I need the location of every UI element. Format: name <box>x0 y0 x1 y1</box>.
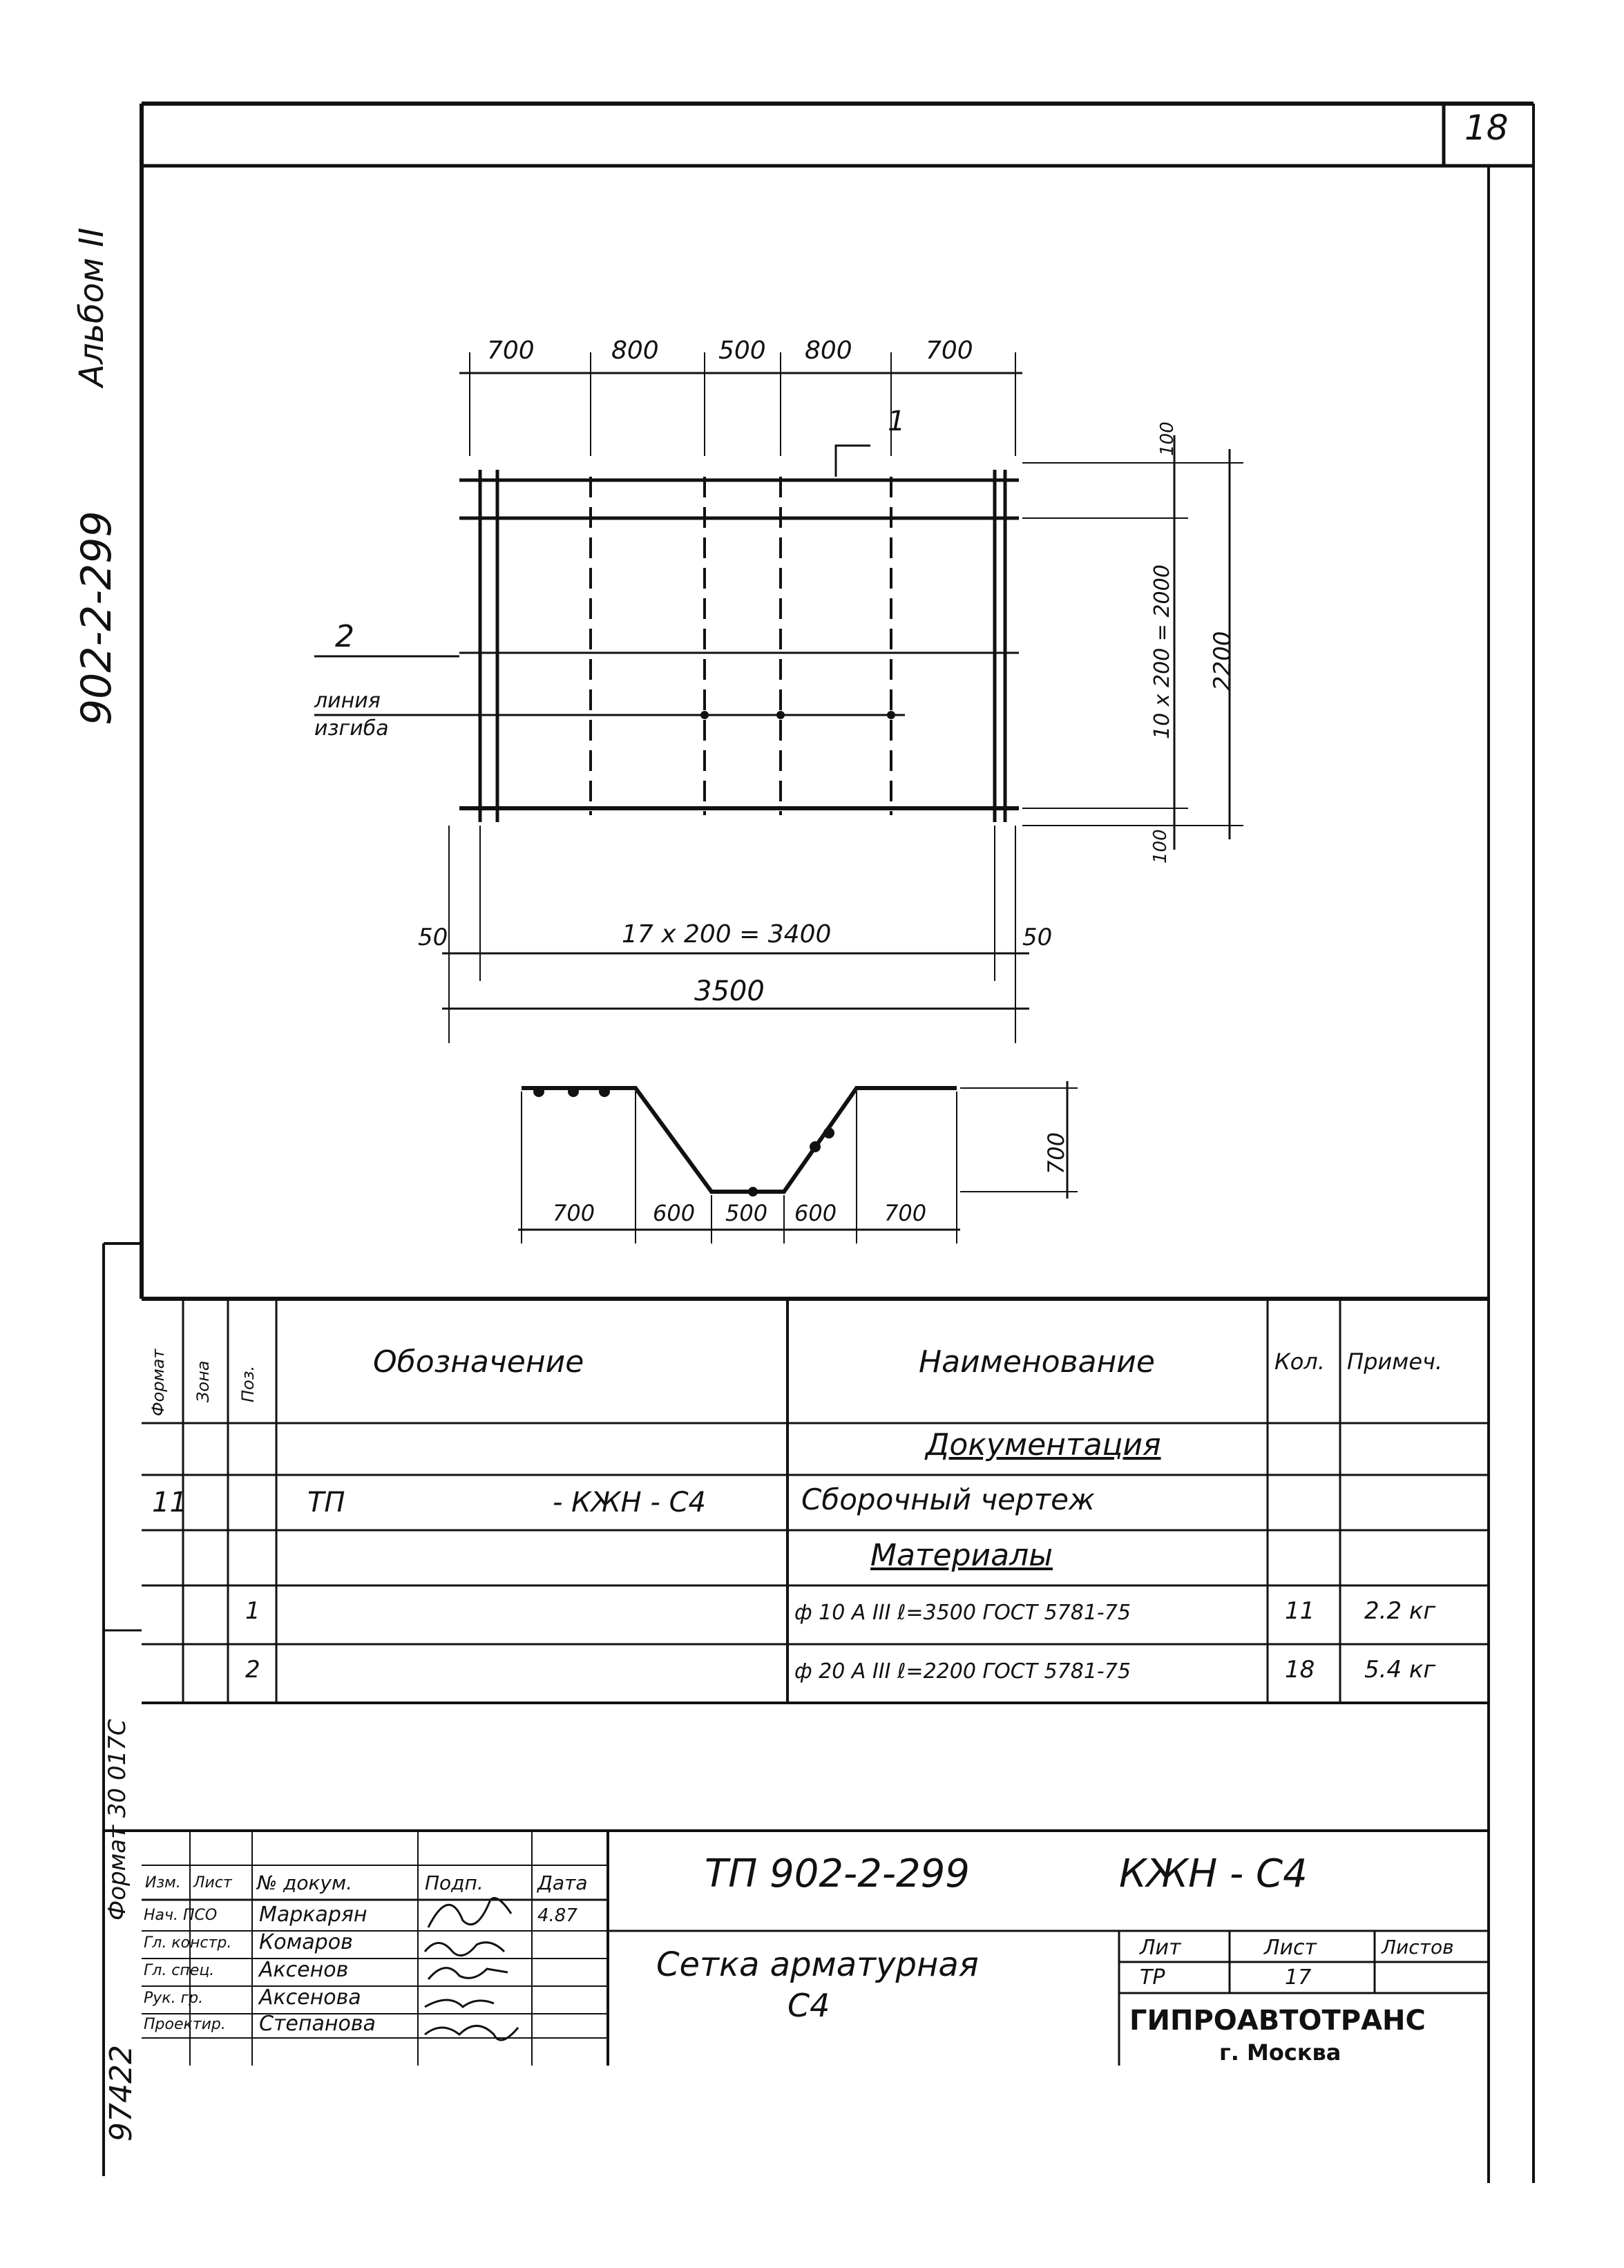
plan-dim-top-4: 800 <box>805 336 852 365</box>
section-dim-2: 600 <box>653 1200 696 1226</box>
plan-dim-right-mesh: 10 x 200 = 2000 <box>1150 564 1174 739</box>
tb-sheets-header: Листов <box>1382 1936 1454 1959</box>
spec-row-name: Сборочный чертеж <box>801 1483 1095 1516</box>
bar-section-dots <box>700 711 895 719</box>
tb-role: Гл. спец. <box>144 1962 215 1979</box>
section-dim-5: 700 <box>884 1200 927 1226</box>
drawing-title-mark: С4 <box>787 1987 830 2024</box>
section-dim-4: 600 <box>794 1200 837 1226</box>
format-label: Формат 30 017С <box>104 1719 131 1921</box>
plan-dim-bottom-mid: 17 x 200 = 3400 <box>622 920 832 949</box>
tb-header-sheet: Лист <box>193 1874 232 1891</box>
tb-role: Нач. ПСО <box>144 1907 218 1924</box>
tb-role: Рук. гр. <box>144 1990 204 2007</box>
tb-header-doc: № докум. <box>257 1871 353 1894</box>
spec-header-name: Наименование <box>919 1344 1155 1380</box>
sheet-number: 18 <box>1464 108 1509 148</box>
tb-header-date: Дата <box>537 1871 588 1894</box>
spec-row-pos: 2 <box>245 1656 260 1684</box>
plan-dim-right-top: 100 <box>1157 421 1178 456</box>
plan-dim-top-5: 700 <box>926 336 973 365</box>
spec-header-zone: Зона <box>193 1360 213 1402</box>
plan-dim-total: 3500 <box>694 975 765 1007</box>
tb-stage-header: Лит <box>1140 1936 1181 1960</box>
tb-name: Аксенова <box>259 1985 361 2010</box>
organization-stamp: ГИПРОАВТОТРАНС <box>1129 2005 1426 2037</box>
document-code-suffix: КЖН - С4 <box>1119 1851 1308 1896</box>
document-code: ТП 902-2-299 <box>705 1851 970 1896</box>
tb-role: Гл. констр. <box>144 1934 232 1952</box>
spec-row-qty: 18 <box>1285 1656 1315 1684</box>
signatures <box>423 1897 519 2041</box>
plan-dim-bottom-right: 50 <box>1022 924 1053 951</box>
drawing-title: Сетка арматурная <box>656 1945 979 1984</box>
spec-row-name: Материалы <box>870 1538 1053 1573</box>
plan-dim-right-bottom: 100 <box>1150 829 1171 864</box>
spec-row-note: 2.2 кг <box>1364 1597 1436 1625</box>
tb-name: Маркарян <box>259 1903 367 1927</box>
spec-row-note: 5.4 кг <box>1364 1656 1436 1684</box>
inventory-number: 97422 <box>104 2045 139 2142</box>
section-dim-3: 500 <box>725 1200 768 1226</box>
plan-dim-top-1: 700 <box>487 336 535 365</box>
spec-row-name: ф 10 А III ℓ=3500 ГОСТ 5781-75 <box>794 1601 1131 1625</box>
plan-dim-right-total: 2200 <box>1209 631 1236 691</box>
tb-name: Аксенов <box>259 1958 349 1982</box>
section-height: 700 <box>1043 1132 1069 1174</box>
title-block-grid <box>104 1829 1489 2066</box>
tb-name: Комаров <box>259 1930 353 1954</box>
spec-header-note: Примеч. <box>1347 1349 1443 1375</box>
spec-row-pos: 1 <box>245 1597 260 1625</box>
plan-dim-top-3: 500 <box>718 336 766 365</box>
tb-header-sign: Подп. <box>425 1871 484 1894</box>
spec-header-pos: Поз. <box>238 1365 258 1402</box>
spec-row-designation: ТП <box>307 1487 345 1518</box>
bent-section <box>518 1081 1078 1243</box>
tb-sheet-header: Лист <box>1264 1936 1317 1960</box>
tb-role: Проектир. <box>144 2016 226 2033</box>
spec-row-name: Документация <box>926 1427 1161 1462</box>
spec-header-qty: Кол. <box>1274 1349 1325 1375</box>
spec-header-designation: Обозначение <box>373 1344 584 1380</box>
bend-line-label-2: изгиба <box>314 716 389 741</box>
bend-line-label-1: линия <box>314 689 381 713</box>
spec-row-designation-suffix: - КЖН - С4 <box>553 1487 706 1518</box>
position-1-label: 1 <box>888 406 906 437</box>
plan-dim-top-2: 800 <box>611 336 659 365</box>
spec-row-format: 11 <box>152 1487 187 1518</box>
tb-name: Степанова <box>259 2012 376 2036</box>
spec-table-grid <box>142 1299 1489 1704</box>
tb-sheet: 17 <box>1285 1965 1312 1990</box>
tb-date: 4.87 <box>537 1905 577 1926</box>
plan-dim-bottom-left: 50 <box>418 924 448 951</box>
album-label: Альбом II <box>73 227 111 387</box>
organization-city: г. Москва <box>1219 2039 1341 2066</box>
position-2-label: 2 <box>335 619 354 654</box>
spec-row-qty: 11 <box>1285 1597 1315 1625</box>
tb-stage: ТР <box>1140 1965 1165 1990</box>
tb-header-rev: Изм. <box>145 1874 181 1891</box>
section-dim-1: 700 <box>553 1200 595 1226</box>
spec-header-format: Формат <box>149 1349 168 1416</box>
mesh-plan <box>314 352 1243 1043</box>
project-number-label: 902-2-299 <box>73 511 121 725</box>
spec-row-name: ф 20 А III ℓ=2200 ГОСТ 5781-75 <box>794 1659 1131 1684</box>
